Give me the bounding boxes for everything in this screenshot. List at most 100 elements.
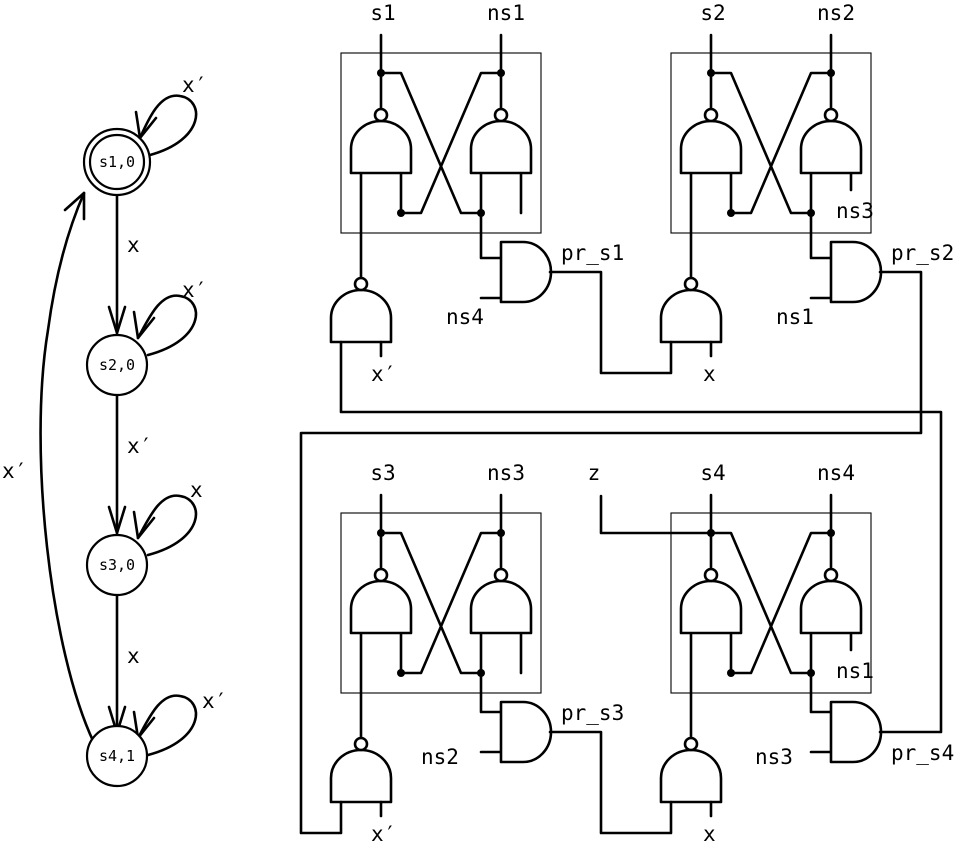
junction-dot [707,69,715,77]
nand-bubble-right [493,107,509,123]
transition-label-s3-s4: x [127,644,140,668]
label-pr-input-ns2: ns2 [421,745,459,769]
junction-dot [497,69,505,77]
nand-gate-select [329,748,393,804]
label-ns1: ns1 [487,1,525,25]
self-loop-s2 [136,294,198,357]
latch-box [670,512,872,694]
nand-gate-left [349,119,413,175]
label-pr-input-ns1: ns1 [776,305,814,329]
junction-dot [477,669,485,677]
nand-gate-right [469,119,533,175]
interconnect-wires: z [299,270,943,835]
label-ns4: ns4 [817,461,855,485]
self-loop-label-s4: x′ [202,689,227,713]
junction-dot [807,669,815,677]
self-loop-s3 [136,494,198,557]
self-loop-arrow-s2 [132,310,156,340]
transition-label-s4-s1: x′ [2,459,27,483]
cell-s3: s3 ns3 pr_s3 ns2 x′ [329,461,624,846]
label-s4: s4 [700,461,725,485]
label-ns3-input: ns3 [836,199,874,223]
self-loop-label-s2: x′ [182,278,207,302]
nand-bubble-left [373,107,389,123]
junction-dot [497,529,505,537]
transition-label-s1-s2: x [127,233,140,257]
wire-xprime-gate-s1-loop [339,340,943,734]
state-label-s1: s1,0 [99,153,135,171]
self-loop-arrow-s3 [132,510,156,540]
self-loop-label-s1: x′ [182,73,207,97]
nand-bubble-select [353,736,369,752]
junction-dot [807,209,815,217]
cell-s1: s1 ns1 pr_s1 ns4 x′ [329,1,624,386]
nand-bubble-right [823,107,839,123]
label-s2: s2 [700,1,725,25]
junction-dot [397,209,405,217]
state-label-s2: s2,0 [99,356,135,374]
nand-bubble-select [683,276,699,292]
label-s3: s3 [370,461,395,485]
label-pr-input-ns3: ns3 [755,745,793,769]
nand-gate-left [679,119,743,175]
nand-gate-right [469,579,533,635]
label-select-x: x [703,362,716,386]
transition-label-s2-s3: x′ [127,434,152,458]
latch-box [340,512,542,694]
wire-z-output [599,494,713,535]
nand-gate-select [329,288,393,344]
arrowhead-s1-s2 [107,305,127,335]
label-pr-input-ns4: ns4 [446,305,484,329]
state-s3 [85,533,149,597]
label-pr-s3: pr_s3 [561,701,624,725]
nand-gate-left [679,579,743,635]
wire-pr-s2-loop [299,270,923,835]
label-pr-s1: pr_s1 [561,241,624,265]
junction-dot [397,669,405,677]
arrowhead-s2-s3 [107,505,127,535]
and-gate-pr [499,240,553,304]
nand-bubble-right [823,567,839,583]
nand-bubble-select [353,276,369,292]
junction-dot [377,69,385,77]
nand-gate-right [799,579,863,635]
self-loop-s4 [136,694,198,757]
label-pr-s4: pr_s4 [891,741,954,765]
junction-dot [827,529,835,537]
label-select-x-prime: x′ [371,362,396,386]
nand-gate-right [799,119,863,175]
junction-dot [727,209,735,217]
cell-s4: s4 ns4 pr_s4 ns3 x ns1 [659,461,954,846]
nand-bubble-left [373,567,389,583]
latch-box [340,52,542,234]
junction-dot [727,669,735,677]
label-ns2: ns2 [817,1,855,25]
label-pr-s2: pr_s2 [891,241,954,265]
wire-pr-s1-to-x-gate [548,270,673,375]
label-select-x-prime: x′ [371,822,396,846]
self-loop-label-s3: x [190,478,203,502]
state-s2 [85,333,149,397]
state-s4 [85,724,149,788]
self-loop-s1 [138,94,198,157]
arrowhead-s4-s1 [63,191,86,221]
wire-pr-s3-to-x-gate [548,730,673,835]
nand-gate-select [659,288,723,344]
latch-box [670,52,872,234]
label-s1: s1 [370,1,395,25]
label-ns1-input: ns1 [836,659,874,683]
nand-bubble-select [683,736,699,752]
junction-dot [827,69,835,77]
label-z-output: z [588,461,601,485]
and-gate-pr [499,700,553,764]
state-diagram: s1,0 s2,0 s3,0 s4,1 x′ x′ x x′ x x′ x x′ [2,73,227,788]
cell-s2: s2 ns2 pr_s2 ns1 x ns3 [659,1,954,386]
nand-bubble-left [703,567,719,583]
nand-bubble-left [703,107,719,123]
nand-gate-select [659,748,723,804]
junction-dot [377,529,385,537]
nand-bubble-right [493,567,509,583]
label-ns3: ns3 [487,461,525,485]
and-gate-pr [829,240,883,304]
